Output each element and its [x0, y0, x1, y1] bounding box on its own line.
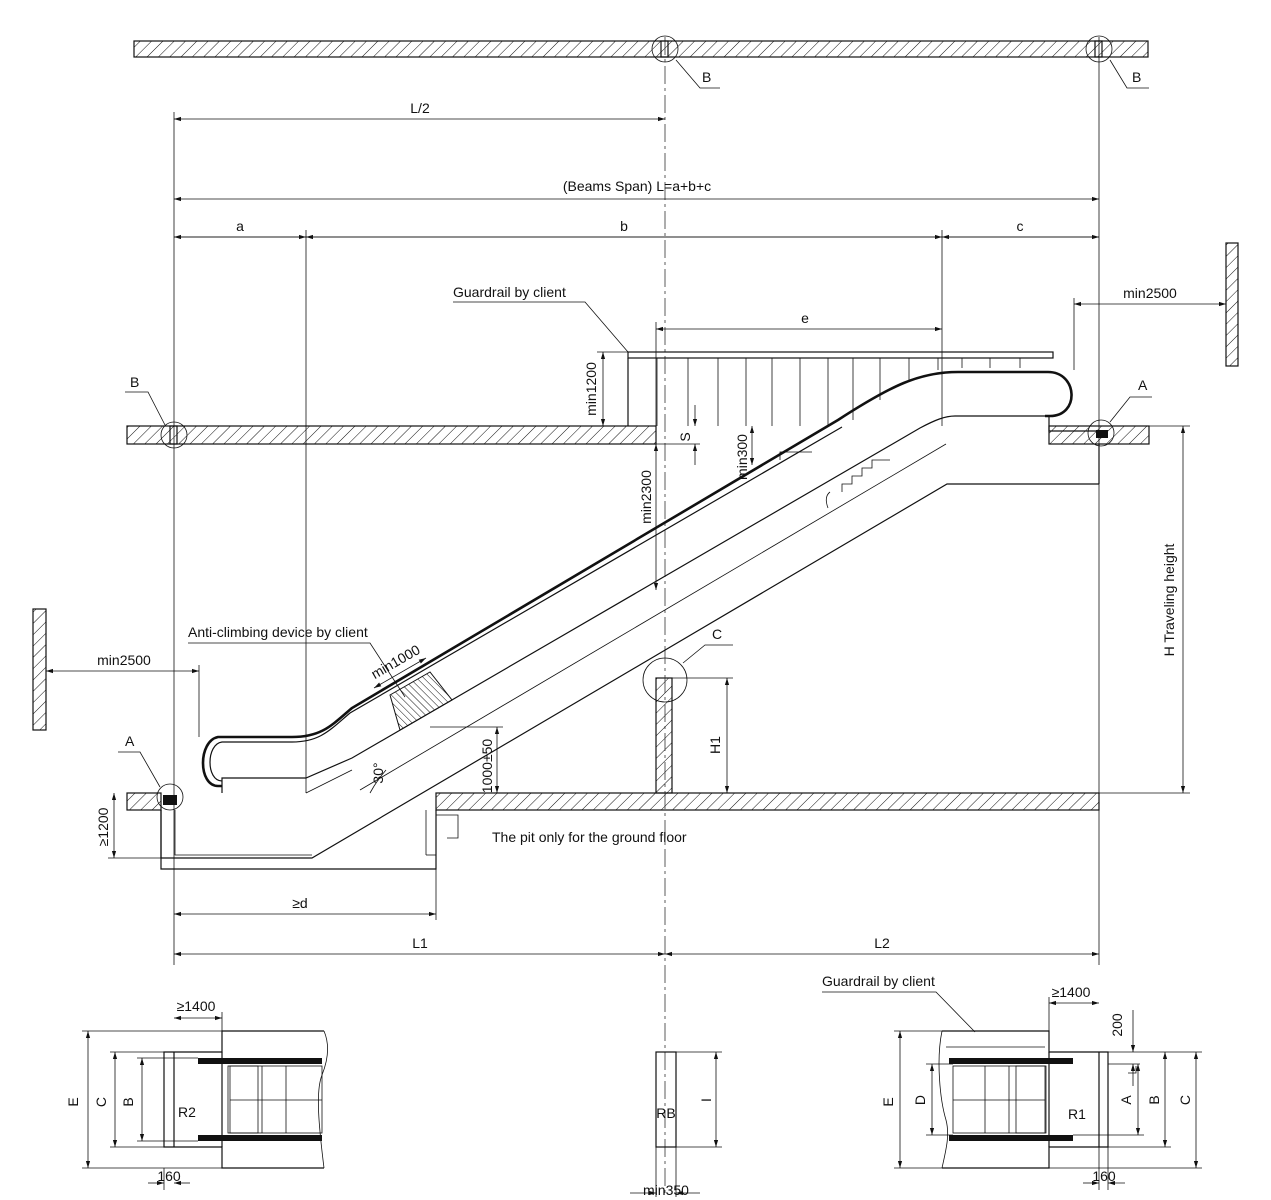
right-wall	[1225, 242, 1239, 367]
dim-c: c	[1017, 218, 1024, 234]
dim-ge1400-left: ≥1400	[177, 998, 216, 1014]
ref-c: C	[712, 626, 722, 642]
ref-b-top-center: B	[702, 69, 711, 85]
pit-label: The pit only for the ground floor	[492, 829, 687, 845]
ref-a-right: A	[1138, 377, 1148, 393]
plan-c-right: C	[1177, 1095, 1193, 1105]
dim-min300: min300	[734, 434, 750, 480]
ref-b-left: B	[130, 374, 139, 390]
escalator-truss	[160, 370, 1100, 859]
dim-160-right: 160	[1092, 1168, 1116, 1184]
dim-min1200: min1200	[583, 362, 599, 416]
dim-ge1200: ≥1200	[95, 807, 111, 846]
plan-c-left: C	[93, 1097, 109, 1107]
dim-min2300: min2300	[638, 470, 654, 524]
plan-view-left	[163, 1030, 328, 1169]
dim-min2500-right: min2500	[1123, 285, 1177, 301]
dim-e: e	[801, 310, 809, 326]
dim-l1: L1	[412, 935, 428, 951]
middle-support-column	[655, 677, 673, 794]
plan-r2: R2	[178, 1104, 196, 1120]
dim-200: 200	[1109, 1013, 1125, 1037]
ref-b-top-right: B	[1132, 69, 1141, 85]
anti-climbing-label: Anti-climbing device by client	[188, 624, 368, 640]
dim-l2: L2	[874, 935, 890, 951]
dim-min350: min350	[643, 1182, 689, 1198]
dim-160-left: 160	[157, 1168, 181, 1184]
dim-h1: H1	[707, 736, 723, 754]
plan-rb: RB	[656, 1105, 675, 1121]
dim-s: S	[677, 432, 693, 441]
dim-ge-d: ≥d	[292, 895, 307, 911]
dim-ge1400-right: ≥1400	[1052, 984, 1091, 1000]
plan-b-right: B	[1146, 1095, 1162, 1104]
dim-h-travel: H Traveling height	[1161, 543, 1177, 656]
dim-a: a	[236, 218, 244, 234]
dim-min2500-left: min2500	[97, 652, 151, 668]
plan-r1: R1	[1068, 1106, 1086, 1122]
guardrail-top-label: Guardrail by client	[453, 284, 566, 300]
dim-l-half: L/2	[410, 100, 430, 116]
ground-floor-pit	[160, 795, 459, 870]
plan-e-right: E	[880, 1097, 896, 1106]
dim-beams-span: (Beams Span) L=a+b+c	[563, 178, 711, 194]
left-wall	[32, 608, 47, 731]
top-ceiling-slab	[133, 40, 1149, 58]
plan-i: I	[698, 1098, 714, 1102]
upper-floor-slab-left	[126, 425, 657, 445]
plan-d: D	[912, 1095, 928, 1105]
angle-30: 30°	[370, 762, 386, 783]
plan-b-left: B	[120, 1097, 136, 1106]
dim-1000: 1000±50	[479, 739, 495, 794]
plan-e-left: E	[65, 1097, 81, 1106]
top-guardrail	[627, 351, 1054, 426]
dim-b: b	[620, 218, 628, 234]
ground-floor-slab-left	[126, 792, 162, 811]
plan-a-right: A	[1118, 1095, 1134, 1105]
plan-view-right	[938, 1030, 1109, 1169]
plan-support-rb	[655, 1051, 677, 1148]
ref-a-left: A	[125, 733, 135, 749]
detail-markers: B B B A A C	[118, 35, 1152, 811]
ground-floor-slab-right	[435, 792, 1100, 811]
guardrail-bottom-label: Guardrail by client	[822, 973, 935, 989]
